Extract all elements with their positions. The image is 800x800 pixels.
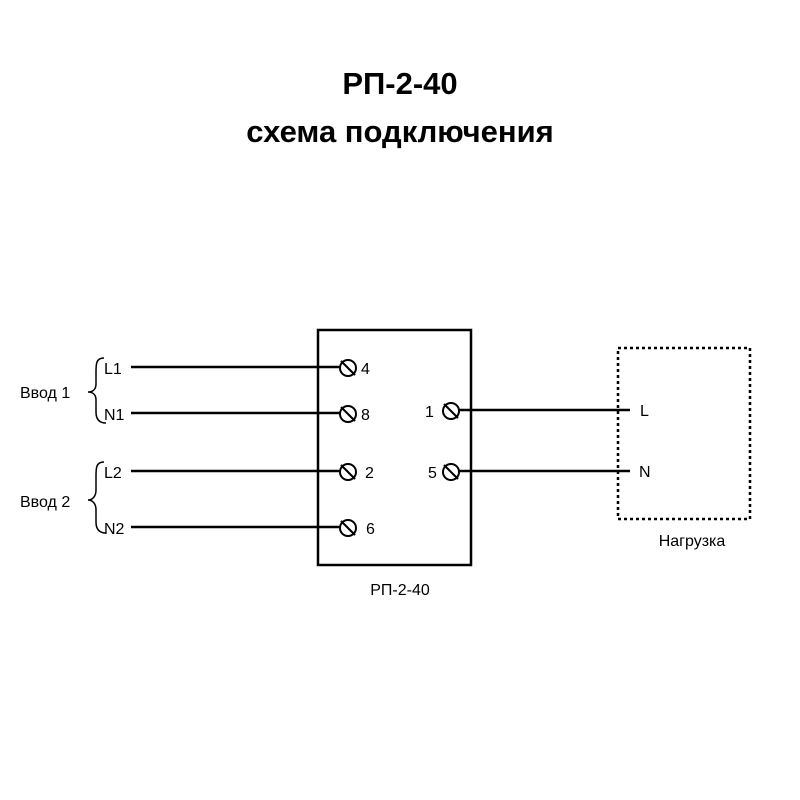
load-neutral-label: N	[639, 464, 651, 481]
terminal-1-label: 1	[425, 404, 434, 421]
input-1-phase-label: L1	[104, 361, 122, 378]
terminal-2-label: 2	[365, 465, 374, 482]
input-1-brace	[87, 357, 107, 424]
diagram-title: РП-2-40	[342, 66, 458, 101]
load-box	[616, 346, 752, 521]
input-2-phase-label: L2	[104, 465, 122, 482]
input-2-brace	[87, 461, 107, 534]
load-phase-label: L	[640, 403, 649, 420]
terminal-8	[339, 405, 357, 423]
terminal-2	[339, 463, 357, 481]
terminal-5-label: 5	[428, 465, 437, 482]
load-label: Нагрузка	[659, 533, 726, 550]
terminal-8-label: 8	[361, 407, 370, 424]
input-1-neutral-label: N1	[104, 407, 125, 424]
device-box	[316, 328, 473, 567]
terminal-4-label: 4	[361, 361, 370, 378]
terminal-6	[339, 519, 357, 537]
input-2-neutral-label: N2	[104, 521, 125, 538]
terminal-6-label: 6	[366, 521, 375, 538]
input-2-label: Ввод 2	[20, 494, 70, 511]
device-label: РП-2-40	[370, 582, 430, 599]
terminal-1	[442, 402, 460, 420]
input-1-label: Ввод 1	[20, 385, 70, 402]
terminal-5	[442, 463, 460, 481]
diagram-subtitle: схема подключения	[246, 114, 554, 149]
terminal-4	[339, 359, 357, 377]
